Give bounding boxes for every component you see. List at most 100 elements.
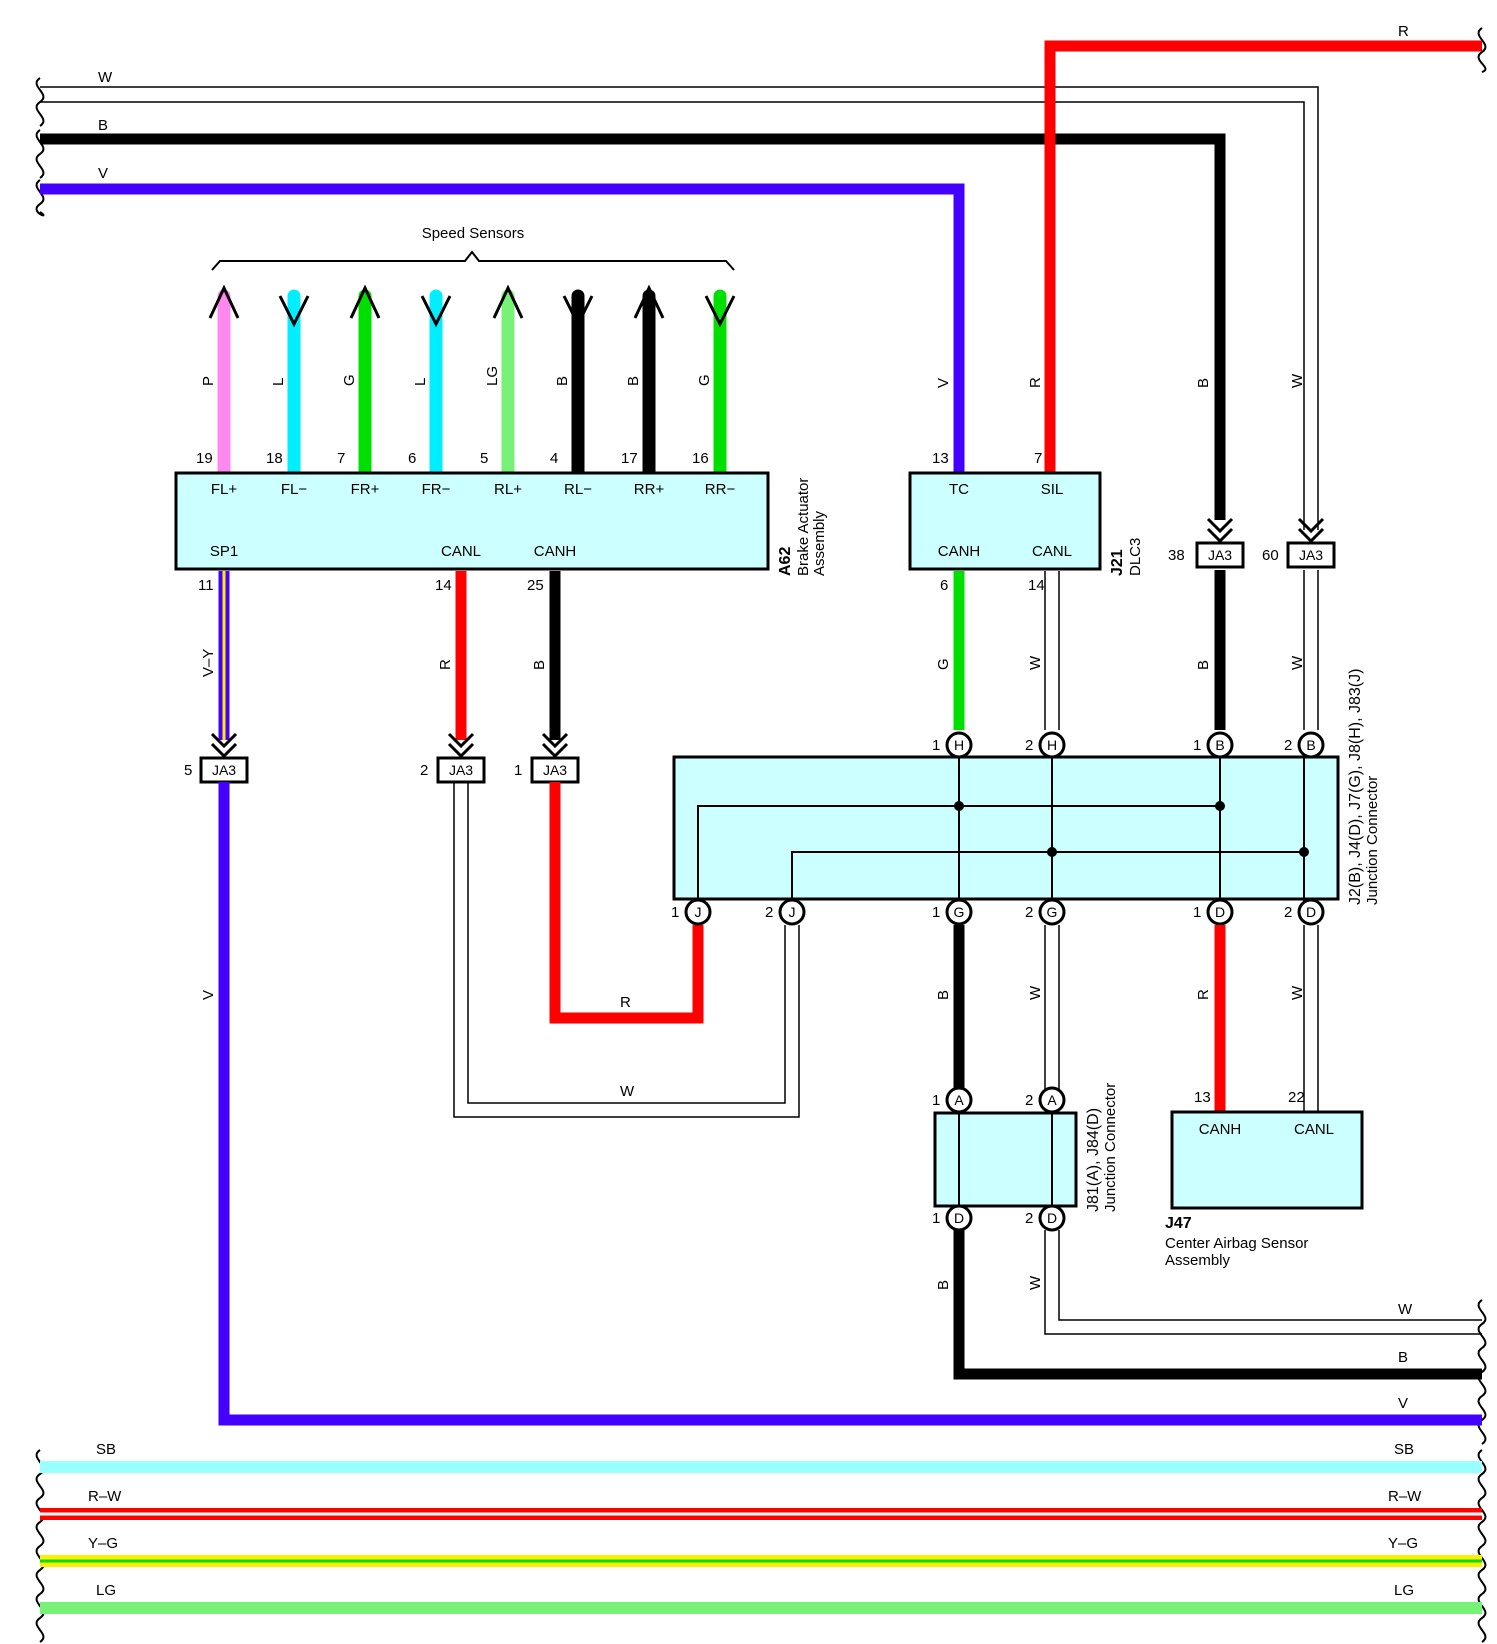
wire-v-long (218, 782, 1482, 1426)
connector-pin-letter: B (1215, 737, 1224, 753)
arrow-down-icon (420, 295, 452, 328)
arrow-up-icon (208, 284, 240, 319)
wire-label-rw-right: R–W (1388, 1488, 1422, 1505)
j81-internal-lines (958, 1100, 1053, 1218)
wire-label-yg-left: Y–G (88, 1535, 118, 1552)
connector-pin: D2 (1284, 898, 1325, 926)
connector-pin-letter: D (1047, 1210, 1057, 1226)
sensor-wire-1: P 19 (196, 284, 240, 479)
sensor-wire-pin-number: 19 (196, 450, 213, 467)
sensor-wire-pin-number: 5 (480, 450, 488, 467)
wire-w-to-j47 (1303, 925, 1319, 1112)
speed-sensors-title: Speed Sensors (422, 225, 525, 242)
j47-pin-canh: 13 (1194, 1089, 1211, 1106)
connector-pin-letter: A (1047, 1092, 1057, 1108)
sensor-pin-name: FL+ (211, 481, 238, 498)
a62-pin-canl: 14 (435, 577, 452, 594)
connector-pin: J2 (765, 898, 806, 926)
sensor-wire-3: G7 (337, 284, 381, 479)
wire-w-loop (453, 782, 800, 1118)
socket-chevron-icon (1297, 517, 1325, 534)
connector-pin: J1 (671, 898, 712, 926)
ja3-pin-number: 5 (184, 762, 192, 779)
wire-top-v (40, 183, 965, 472)
wire-w-bottom (1044, 1230, 1482, 1335)
wire-label-tc: V (935, 378, 952, 388)
sensor-wire-6: B4 (550, 289, 594, 479)
right-break-marks (1477, 27, 1487, 1643)
wire-label-b-j81: B (935, 1280, 952, 1290)
connector-pin-number: 1 (932, 1210, 940, 1227)
connector-pin: H2 (1025, 731, 1066, 759)
wire-label-a62-canl: R (437, 659, 454, 670)
connector-pin: D1 (932, 1204, 973, 1232)
j47-pin-canl: 22 (1288, 1089, 1305, 1106)
j47-canl-label: CANL (1294, 1121, 1334, 1138)
j81-subtitle: Junction Connector (1102, 1083, 1119, 1212)
j47-name-line2: Assembly (1165, 1252, 1231, 1269)
brake-actuator-box (174, 471, 770, 571)
wire-label-sil: R (1027, 377, 1044, 388)
wire-label-w-j81: W (1027, 1275, 1044, 1290)
a62-canh-label: CANH (534, 543, 577, 560)
connector-pin-number: 2 (1284, 737, 1292, 754)
a62-pin-names: FL+FL−FR+FR−RL+RL−RR+RR− (211, 481, 736, 498)
connector-pin-letter: J (695, 904, 702, 920)
wire-top-r (1044, 40, 1482, 472)
ja3-pin-number: 60 (1262, 547, 1279, 564)
connector-pin-number: 1 (671, 904, 679, 921)
connector-pin-letter: B (1306, 737, 1315, 753)
dlc3-title: J21 DLC3 (1109, 538, 1144, 576)
sensor-wire-4: L6 (408, 289, 452, 479)
arrow-up-icon (492, 284, 524, 319)
wire-label-w-jc2: W (1289, 985, 1306, 1000)
connector-pin-number: 2 (1025, 737, 1033, 754)
ja3-label: JA3 (543, 762, 567, 778)
wire-label-lg-left: LG (96, 1582, 116, 1599)
sensor-wire-pin-number: 17 (621, 450, 638, 467)
socket-chevron-icon (210, 742, 238, 759)
wire-label-lg-right: LG (1394, 1582, 1414, 1599)
a62-canl-label: CANL (441, 543, 481, 560)
connector-pin: D2 (1025, 1204, 1066, 1232)
connector-pin-number: 1 (1193, 904, 1201, 921)
j47-canh-label: CANH (1199, 1121, 1242, 1138)
left-break-marks (35, 77, 45, 1643)
a62-name-line1: Brake Actuator (795, 478, 812, 576)
connector-pin-number: 2 (1025, 904, 1033, 921)
connector-pin-number: 1 (932, 1092, 940, 1109)
sensor-pin-name: RL+ (494, 481, 522, 498)
sensor-wire-color-label: P (200, 376, 217, 386)
wire-label-b-right: B (1398, 1349, 1408, 1366)
dlc3-pin-sil: 7 (1034, 450, 1042, 467)
connector-pin: A2 (1025, 1086, 1066, 1114)
connector-pin: G2 (1025, 898, 1066, 926)
wire-b-bottom (953, 1230, 1482, 1380)
wire-label-yg-right: Y–G (1388, 1535, 1418, 1552)
wire-label-b-vert-top: B (1195, 378, 1212, 388)
sensor-wire-pin-number: 4 (550, 450, 558, 467)
connector-pin: H1 (932, 731, 973, 759)
arrow-down-icon (562, 295, 594, 328)
sensor-pin-name: FR− (422, 481, 451, 498)
wire-label-sp1: V–Y (200, 649, 217, 677)
ja3-label: JA3 (212, 762, 236, 778)
wire-label-v-top: V (98, 165, 108, 182)
junction-connector-j81-box (933, 1111, 1078, 1208)
wire-label-w-vert-mid: W (1289, 655, 1306, 670)
wire-label-dlc3-canl: W (1027, 655, 1044, 670)
connector-pin-letter: D (954, 1210, 964, 1226)
dlc3-code: J21 (1109, 549, 1126, 576)
wire-r-loop (549, 782, 704, 1024)
j81-codes: J81(A), J84(D) (1085, 1108, 1102, 1212)
sensor-wire-color-label: G (696, 374, 713, 386)
a62-pin-sp1: 11 (198, 577, 214, 594)
wire-label-w-jc: W (1027, 985, 1044, 1000)
